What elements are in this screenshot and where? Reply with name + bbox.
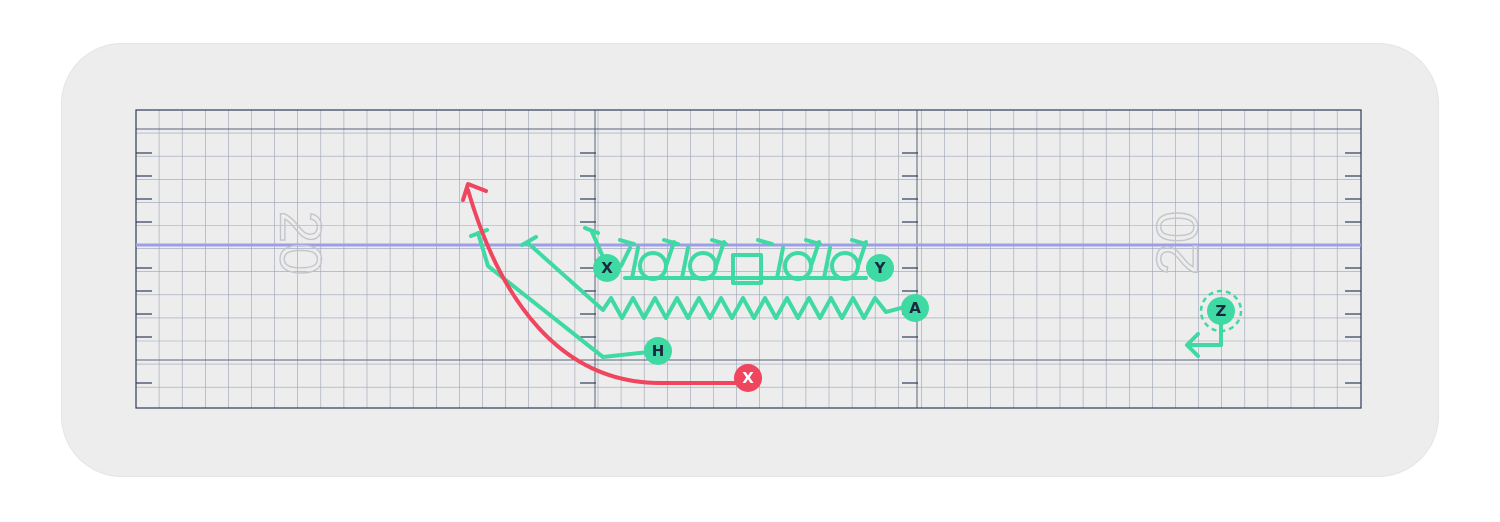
player-h-token[interactable] [644,337,672,365]
player-x-label: X [601,259,613,277]
player-h[interactable]: H [644,337,672,365]
route-h [476,231,660,359]
routes [461,182,1223,385]
player-z-motion-ring [1199,289,1243,333]
yard-number-right: 20 [1146,211,1211,276]
player-x[interactable]: X [593,254,621,282]
route-x-end-cap [583,226,600,235]
defender-x-label: X [742,369,754,387]
route-z-arrow [1185,332,1200,358]
player-z-token[interactable] [1207,297,1235,325]
player-x-token[interactable] [593,254,621,282]
hash-marks [136,152,1361,384]
field-card [62,44,1438,476]
defender-x-token[interactable] [734,364,762,392]
route-defender-x-arrow [461,182,488,202]
route-y-block [618,238,868,285]
player-h-label: H [652,342,665,360]
player-a[interactable]: A [901,294,929,322]
route-h-end-cap [469,228,489,238]
yard-number-left: 20 [268,211,333,276]
field-grid [136,110,1361,408]
route-defender-x [466,188,750,385]
field-border [135,109,1362,409]
player-y-label: Y [874,259,887,277]
players: X Y A H X Z [593,254,1243,392]
player-y-token[interactable] [866,254,894,282]
route-z-motion [1186,320,1223,347]
player-a-label: A [909,299,921,317]
defender-x[interactable]: X [734,364,762,392]
route-a [527,242,903,320]
route-a-end-cap [520,235,538,247]
player-y[interactable]: Y [866,254,894,282]
player-z[interactable]: Z [1199,289,1243,333]
player-a-token[interactable] [901,294,929,322]
player-z-label: Z [1216,302,1227,320]
